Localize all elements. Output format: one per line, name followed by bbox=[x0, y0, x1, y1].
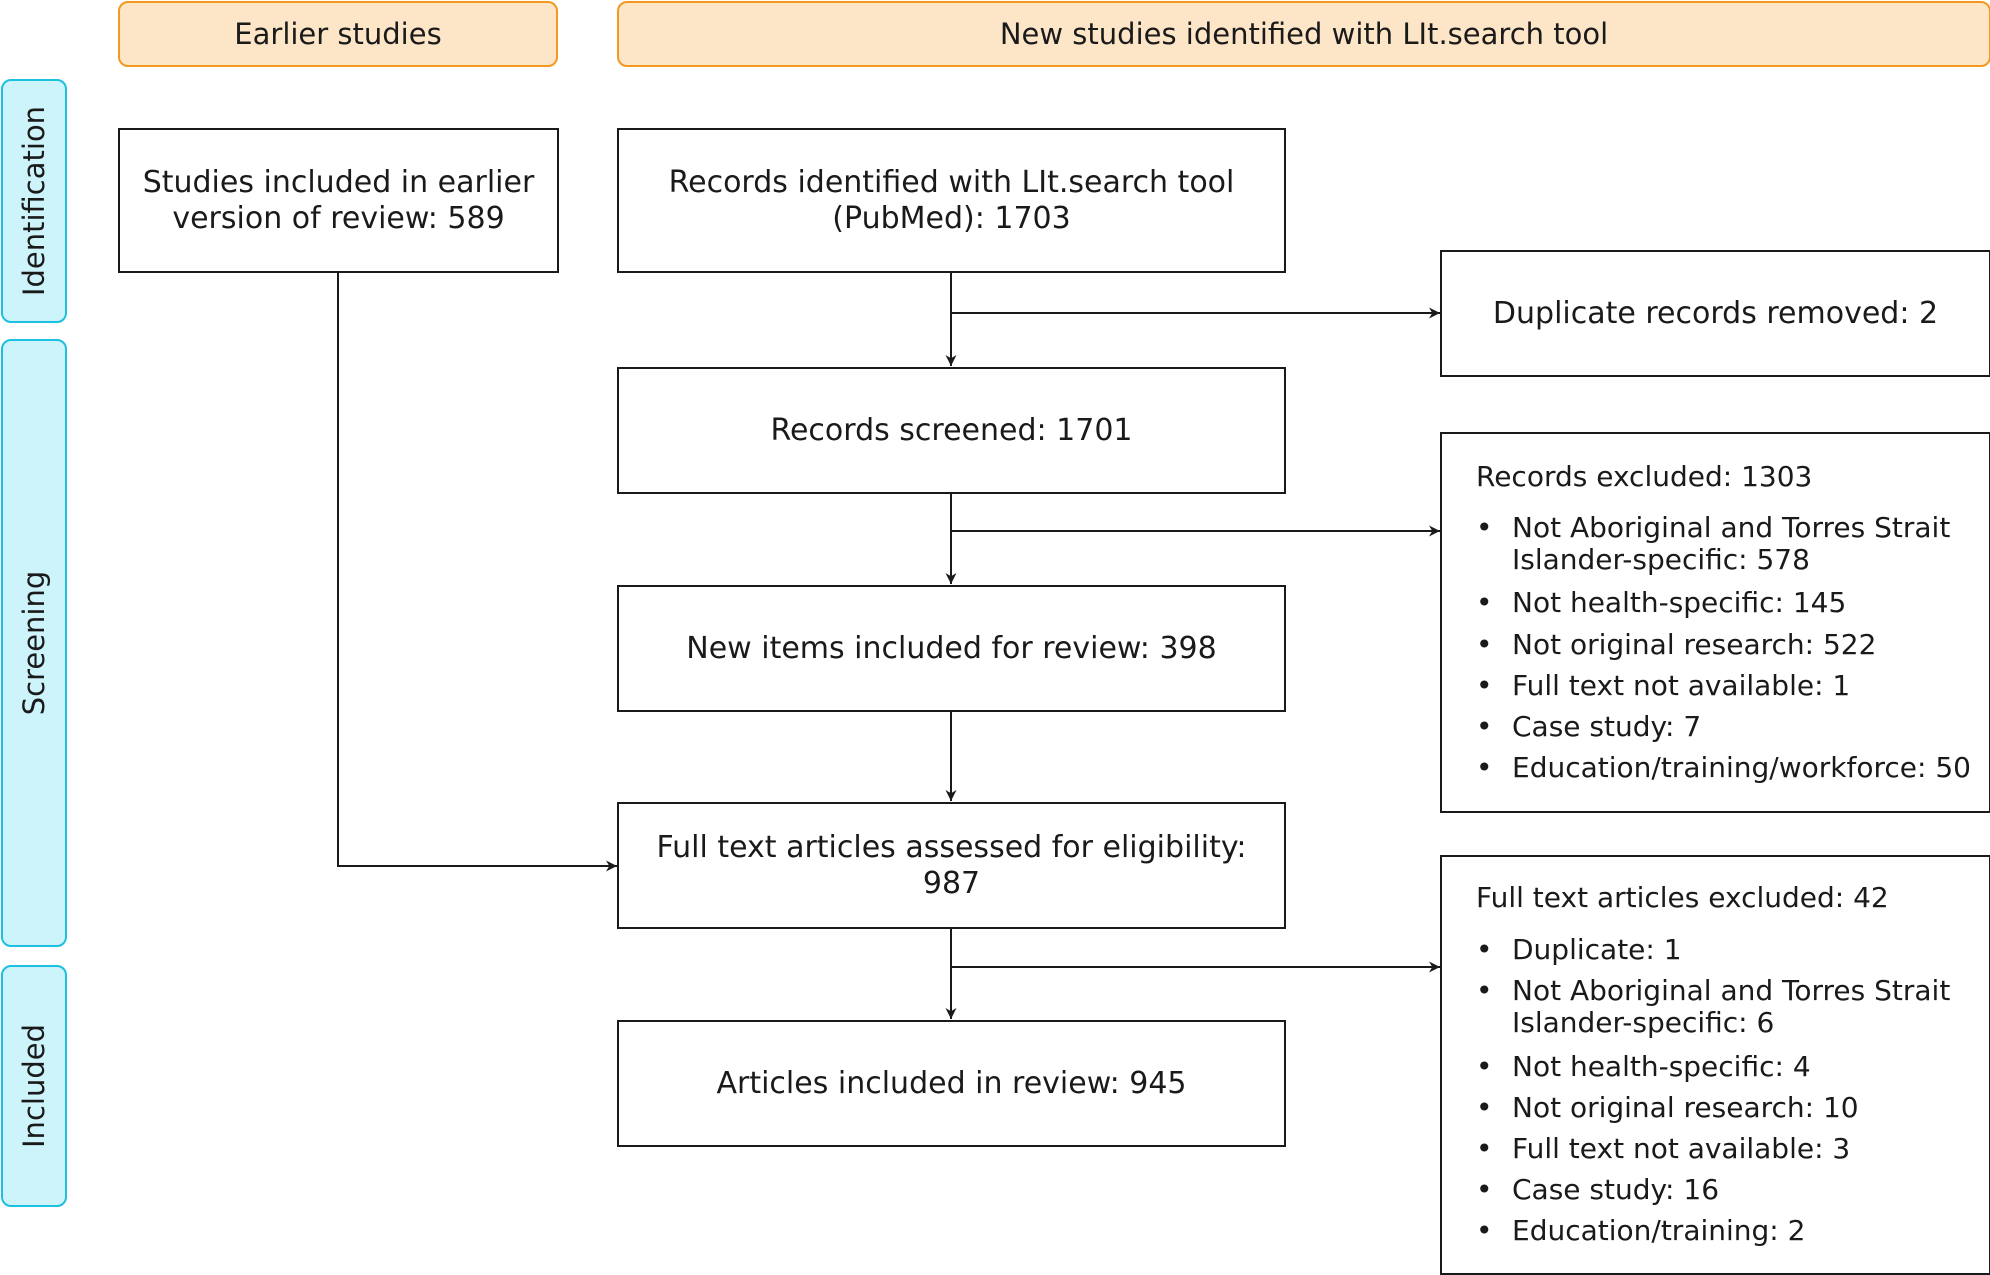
box-full-text-excluded: Full text articles excluded: 42 Duplicat… bbox=[1440, 855, 1990, 1275]
list-item: Duplicate: 1 bbox=[1476, 933, 1979, 966]
arrow-earlier-to-assessed bbox=[337, 272, 617, 872]
box-earlier-studies-included: Studies included in earlier version of r… bbox=[118, 128, 559, 273]
list-item: Education/training: 2 bbox=[1476, 1215, 1979, 1248]
box-articles-included: Articles included in review: 945 bbox=[617, 1020, 1286, 1147]
box-full-text-assessed: Full text articles assessed for eligibil… bbox=[617, 802, 1286, 929]
list-item: Case study: 7 bbox=[1476, 710, 1979, 743]
records-excluded-title: Records excluded: 1303 bbox=[1476, 460, 1813, 493]
box-duplicates-removed: Duplicate records removed: 2 bbox=[1440, 250, 1990, 377]
list-item: Full text not available: 1 bbox=[1476, 669, 1979, 702]
list-item: Not Aboriginal and Torres Strait Islande… bbox=[1476, 511, 1979, 576]
list-item: Case study: 16 bbox=[1476, 1173, 1979, 1206]
list-item: Not health-specific: 4 bbox=[1476, 1050, 1979, 1083]
box-records-screened: Records screened: 1701 bbox=[617, 367, 1286, 494]
full-text-excluded-title: Full text articles excluded: 42 bbox=[1476, 881, 1889, 914]
list-item: Full text not available: 3 bbox=[1476, 1132, 1979, 1165]
phase-screening: Screening bbox=[1, 339, 67, 947]
records-excluded-list: Not Aboriginal and Torres Strait Islande… bbox=[1476, 511, 1979, 784]
phase-identification: Identification bbox=[1, 79, 67, 323]
box-records-excluded: Records excluded: 1303 Not Aboriginal an… bbox=[1440, 432, 1990, 813]
list-item: Education/training/workforce: 50 bbox=[1476, 751, 1979, 784]
box-records-identified: Records identified with LIt.search tool … bbox=[617, 128, 1286, 273]
list-item: Not original research: 10 bbox=[1476, 1091, 1979, 1124]
list-item: Not health-specific: 145 bbox=[1476, 587, 1979, 620]
box-new-items-included: New items included for review: 398 bbox=[617, 585, 1286, 712]
list-item: Not Aboriginal and Torres Strait Islande… bbox=[1476, 974, 1979, 1039]
header-earlier-studies: Earlier studies bbox=[118, 1, 558, 67]
full-text-excluded-list: Duplicate: 1 Not Aboriginal and Torres S… bbox=[1476, 933, 1979, 1248]
list-item: Not original research: 522 bbox=[1476, 628, 1979, 661]
header-new-studies: New studies identified with LIt.search t… bbox=[617, 1, 1990, 67]
phase-included: Included bbox=[1, 965, 67, 1207]
